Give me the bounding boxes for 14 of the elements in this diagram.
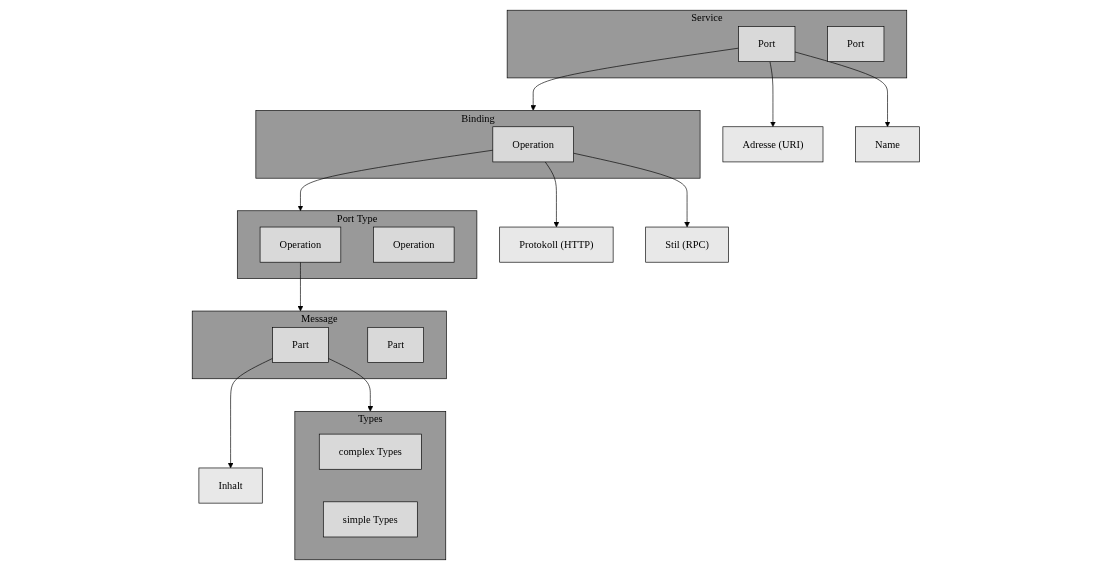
node-box: simple Types (323, 501, 418, 537)
node-box: Part (367, 326, 425, 363)
node-box: Operation (373, 226, 455, 263)
node-box: Name (855, 125, 920, 162)
node-box: Port (827, 25, 885, 62)
node-box: Part (272, 326, 329, 363)
node-box: Stil (RPC) (645, 226, 729, 263)
node-box: Port (738, 25, 796, 62)
node-box: Operation (492, 125, 574, 162)
node-box: Inhalt (198, 467, 263, 503)
node-box: Adresse (URI) (722, 125, 824, 162)
node-box: Operation (259, 226, 342, 263)
node-box: complex Types (319, 433, 422, 470)
node-box: Protokoll (HTTP) (499, 226, 614, 263)
